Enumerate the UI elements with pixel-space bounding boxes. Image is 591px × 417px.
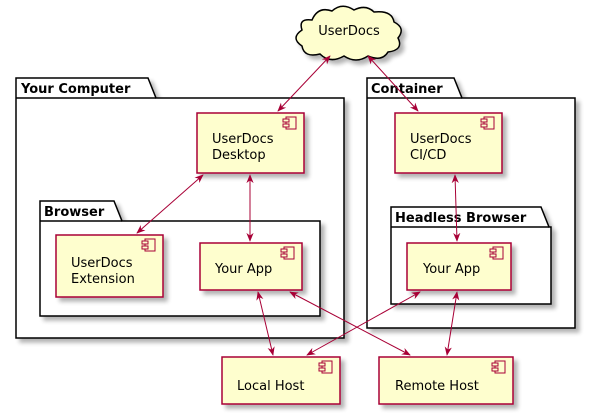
edge-headless-app-localhost [306, 291, 421, 356]
edge-cicd-headless-app [451, 174, 461, 242]
component-label-line1: UserDocs [410, 132, 472, 147]
component-label: Remote Host [395, 379, 479, 394]
package-label-container: Container [371, 82, 443, 97]
component-your-app-browser: Your App [199, 242, 303, 291]
package-label-headless-browser: Headless Browser [395, 211, 527, 226]
edge-cloud-desktop [277, 55, 331, 112]
component-icon [280, 246, 295, 260]
component-label: Local Host [237, 379, 304, 394]
component-icon [480, 116, 495, 130]
edge-cloud-cicd [367, 55, 419, 112]
component-label: Your App [422, 262, 480, 277]
component-label-line2: CI/CD [410, 148, 446, 163]
cloud-userdocs: UserDocs [295, 5, 402, 61]
component-icon [141, 238, 156, 252]
component-userdocs-extension: UserDocs Extension [55, 234, 164, 298]
edge-app-localhost [256, 291, 275, 356]
connectors [136, 55, 461, 356]
cloud-label: UserDocs [318, 24, 380, 39]
package-label-your-computer: Your Computer [20, 82, 131, 97]
package-label-browser: Browser [44, 205, 105, 220]
edge-desktop-extension [136, 174, 204, 234]
component-label-line2: Desktop [212, 148, 266, 163]
component-your-app-headless: Your App [406, 242, 512, 291]
component-remote-host: Remote Host [378, 356, 514, 405]
component-userdocs-desktop: UserDocs Desktop [196, 112, 305, 174]
component-icon [491, 360, 506, 374]
component-icon [318, 360, 333, 374]
component-label: Your App [214, 262, 272, 277]
component-label-line2: Extension [71, 272, 135, 287]
edge-headless-app-remotehost [444, 291, 460, 356]
component-label-line1: UserDocs [212, 132, 274, 147]
component-icon [489, 246, 504, 260]
component-label-line1: UserDocs [71, 256, 133, 271]
component-userdocs-cicd: UserDocs CI/CD [394, 112, 503, 174]
component-icon [282, 116, 297, 130]
component-local-host: Local Host [221, 356, 341, 405]
